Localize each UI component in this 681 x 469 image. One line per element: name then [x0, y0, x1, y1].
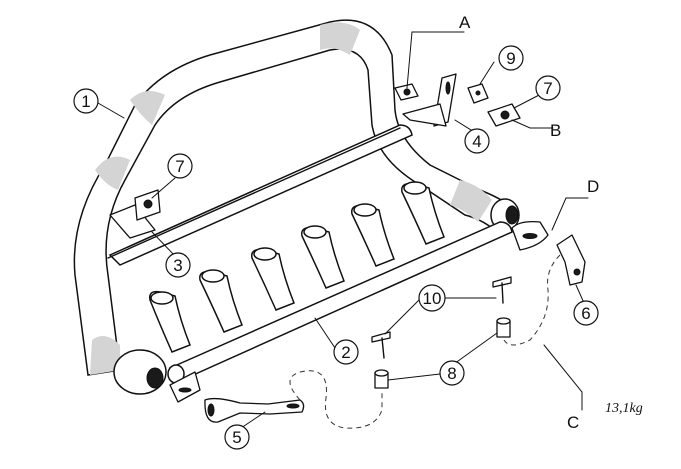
bolt-part-10-right — [492, 276, 512, 304]
callout-7-right-label: 7 — [543, 79, 552, 98]
callout-9: 9 — [498, 45, 524, 71]
letter-b: B — [550, 121, 561, 140]
bracket-left-end — [169, 371, 201, 403]
callout-3: 3 — [165, 252, 191, 278]
bracket-part-4 — [394, 73, 457, 127]
strap-part-5 — [204, 397, 305, 423]
callout-7-right: 7 — [535, 75, 561, 101]
leader-lines — [97, 31, 589, 429]
callout-1: 1 — [73, 88, 99, 114]
lower-crossbar — [167, 221, 513, 384]
callout-5-label: 5 — [232, 428, 241, 447]
callout-2: 2 — [333, 339, 359, 365]
letter-c: C — [567, 413, 579, 432]
callout-8-label: 8 — [447, 364, 456, 383]
spacer-part-8-right — [496, 317, 511, 338]
bracket-d — [511, 220, 549, 251]
assembly-paths — [289, 254, 561, 429]
callout-2-label: 2 — [341, 343, 350, 362]
grille-tubes — [148, 181, 445, 353]
letter-a: A — [459, 13, 471, 32]
weight-label: 13,1kg — [605, 401, 643, 416]
callout-1-label: 1 — [81, 92, 90, 111]
callout-4: 4 — [464, 128, 490, 154]
callout-10: 10 — [418, 284, 446, 312]
spacer-part-8-left — [374, 369, 389, 389]
callout-5: 5 — [224, 424, 250, 450]
callout-6: 6 — [573, 300, 599, 326]
callout-4-label: 4 — [472, 132, 481, 151]
callout-6-label: 6 — [581, 304, 590, 323]
callout-8: 8 — [439, 360, 465, 386]
letter-d: D — [587, 177, 599, 196]
callout-10-label: 10 — [423, 289, 442, 308]
main-frame-tube — [73, 19, 520, 395]
callout-9-label: 9 — [506, 49, 515, 68]
bolt-part-10-left — [371, 331, 391, 359]
bracket-part-3 — [109, 189, 161, 239]
callout-3-label: 3 — [173, 256, 182, 275]
callout-7-left-label: 7 — [175, 157, 184, 176]
plate-part-9 — [467, 83, 489, 104]
clamp-part-6 — [556, 234, 586, 286]
callout-7-left: 7 — [167, 153, 193, 179]
